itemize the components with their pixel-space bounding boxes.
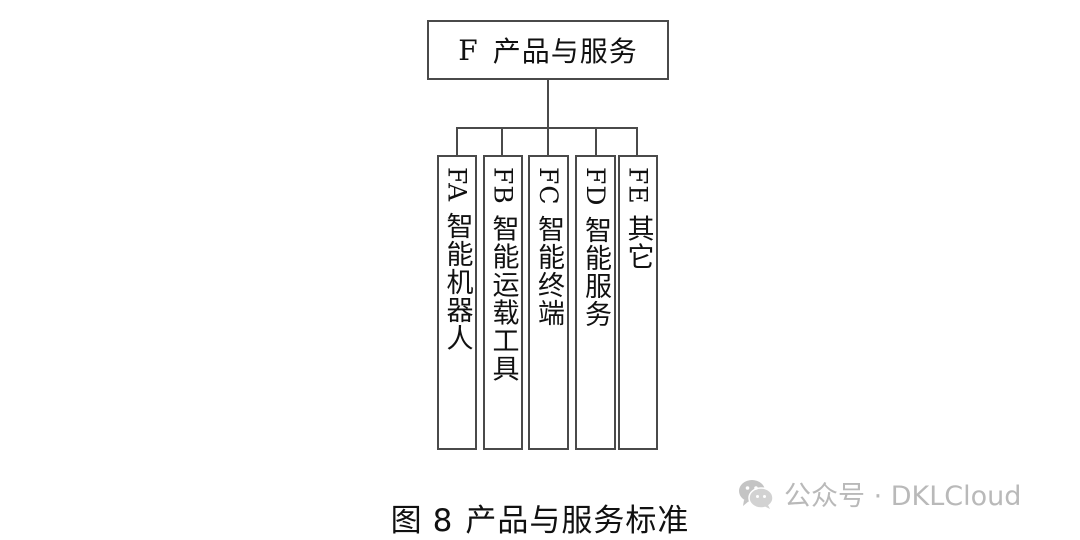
child-node-code: FB (488, 167, 518, 205)
child-node-code: FE (623, 167, 653, 205)
root-node-label: 产品与服务 (492, 35, 638, 68)
child-node-label: 智能服务 (580, 216, 611, 329)
child-node-label: 智能终端 (533, 215, 564, 328)
child-node-label: 智能机器人 (441, 212, 473, 353)
watermark-text: 公众号 · DKLCloud (784, 481, 1022, 512)
caption-title: 产品与服务标准 (465, 503, 690, 539)
wechat-icon (739, 479, 774, 509)
watermark: 公众号 · DKLCloud (738, 474, 1021, 513)
child-node-fd: FD 智能服务 (575, 155, 616, 450)
child-node-label: 智能运载工具 (487, 214, 519, 383)
child-node-code: FA (442, 167, 472, 203)
child-node-code: FD (581, 167, 610, 207)
child-node-code: FC (534, 167, 563, 206)
child-node-fb: FB 智能运载工具 (483, 155, 523, 450)
root-node-code: F (458, 33, 479, 67)
caption-prefix: 图 (390, 503, 423, 539)
child-node-fc: FC 智能终端 (528, 155, 569, 450)
root-node-box: F 产品与服务 (427, 20, 669, 80)
child-node-fa: FA 智能机器人 (437, 155, 477, 450)
child-node-label: 其它 (622, 214, 654, 271)
child-node-fe: FE 其它 (618, 155, 658, 450)
caption-number: 8 (432, 503, 454, 539)
